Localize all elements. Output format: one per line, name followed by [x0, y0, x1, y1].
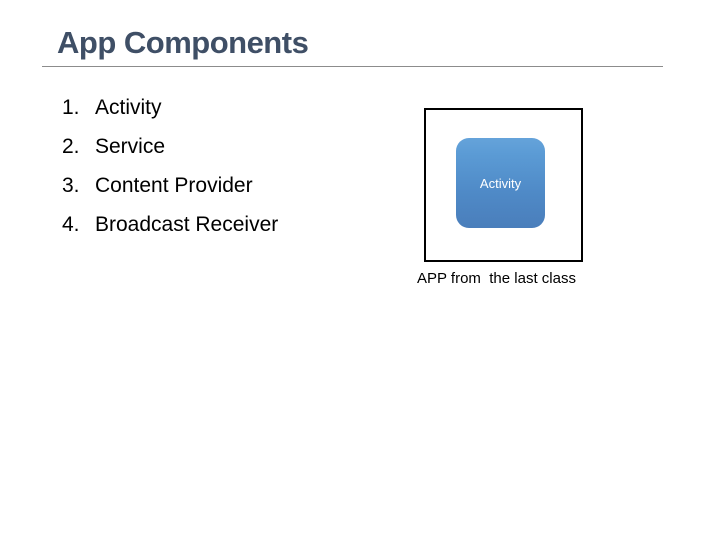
page-title: App Components: [57, 25, 309, 60]
title-underline-divider: [42, 66, 663, 67]
app-diagram-box: Activity: [424, 108, 583, 262]
list-item: 2. Service: [62, 127, 278, 166]
list-item-label: Content Provider: [95, 174, 253, 197]
list-item-number: 3.: [62, 174, 80, 197]
diagram-caption: APP from the last class: [417, 270, 576, 287]
list-item: 3. Content Provider: [62, 166, 278, 205]
components-list: 1. Activity 2. Service 3. Content Provid…: [62, 88, 278, 244]
list-item: 4. Broadcast Receiver: [62, 205, 278, 244]
list-item-label: Service: [95, 135, 166, 158]
list-item-label: Broadcast Receiver: [95, 213, 279, 236]
list-item: 1. Activity: [62, 88, 278, 127]
list-item-number: 1.: [62, 96, 80, 119]
activity-node-label: Activity: [479, 175, 522, 191]
list-item-number: 4.: [62, 213, 80, 236]
list-item-label: Activity: [95, 96, 162, 119]
activity-node-shape: Activity: [456, 138, 545, 228]
list-item-number: 2.: [62, 135, 80, 158]
